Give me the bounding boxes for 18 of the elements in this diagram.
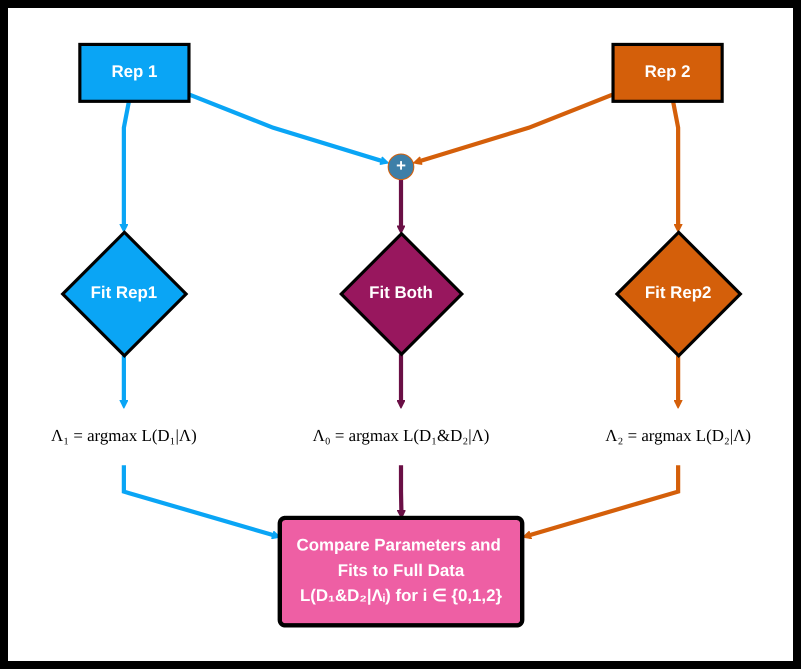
node-text: Λ₀ = argmax L(D₁&D₂|Λ)	[312, 426, 489, 445]
node-diamond: Fit Both	[338, 231, 464, 356]
node-box: Rep 2	[610, 42, 724, 102]
node-box: Rep 1	[78, 42, 190, 102]
arrow	[670, 100, 682, 232]
arrow	[522, 464, 680, 539]
arrow	[118, 100, 130, 232]
arrow	[673, 355, 682, 408]
arrow	[396, 179, 406, 234]
arrow	[396, 354, 406, 408]
arrow	[412, 92, 614, 165]
node-text: Λ₁ = argmax L(D₁|Λ)	[50, 426, 196, 445]
arrow	[118, 355, 128, 408]
node-diamond: Fit Rep2	[614, 230, 742, 358]
arrow	[188, 92, 389, 165]
node-text: Λ₂ = argmax L(D₂|Λ)	[604, 426, 750, 445]
node-circle: +	[387, 153, 414, 180]
node-diamond: Fit Rep1	[60, 230, 188, 358]
